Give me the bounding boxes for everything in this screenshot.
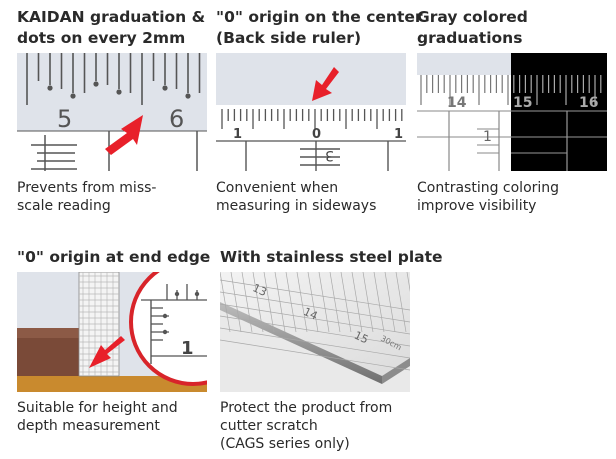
red-arrow-icon: [89, 336, 125, 368]
scale-number-15: 15: [513, 95, 532, 111]
feature-desc-line1: Prevents from miss-: [17, 180, 157, 196]
graduation-tick: [395, 272, 407, 333]
graduation-tick: [318, 272, 330, 333]
graduation-tick: [340, 272, 352, 333]
graduation-tick: [274, 272, 286, 333]
scale-number-16: 16: [579, 95, 598, 111]
graduation-tick: [362, 272, 374, 333]
scale-number-side-1: 1: [483, 129, 492, 145]
graduation-dot: [185, 93, 191, 99]
scale-number-14: 14: [447, 95, 467, 111]
feature-desc-line2: cutter scratch: [220, 418, 318, 434]
graduation-dot: [70, 93, 76, 99]
center-origin-image: 1 0 1 3: [216, 53, 406, 171]
steel-plate-image: 13 14 15 30cm: [220, 272, 410, 392]
graduation-dot: [116, 89, 122, 95]
graduation-tick: [252, 272, 264, 333]
graduation-tick: [220, 279, 410, 311]
scale-number-15: 15: [352, 329, 370, 347]
graduation-dot: [162, 85, 168, 91]
magnifier-detail: 1: [129, 272, 207, 386]
gray-graduation-image: 14 15 16 1: [417, 53, 607, 171]
feature-title-line2: dots on every 2mm: [17, 29, 186, 47]
red-arrow-icon: [312, 67, 339, 101]
graduation-tick: [296, 272, 308, 333]
feature-desc-line1: Suitable for height and: [17, 400, 178, 416]
scale-number-left-1: 1: [233, 127, 242, 142]
graduation-tick: [220, 315, 410, 347]
feature-title-line2: graduations: [417, 29, 523, 47]
feature-desc-line3: (CAGS series only): [220, 436, 350, 452]
graduation-tick: [384, 272, 396, 333]
graduation-tick: [220, 272, 231, 333]
feature-title-line1: Gray colored: [417, 8, 528, 26]
feature-desc-line1: Protect the product from: [220, 400, 393, 416]
feature-desc-line2: improve visibility: [417, 198, 537, 214]
graduation-tick: [351, 272, 363, 333]
feature-title-line2: (Back side ruler): [216, 29, 362, 47]
kaidan-graduation-image: 5 6: [17, 53, 207, 171]
feature-desc-line1: Convenient when: [216, 180, 339, 196]
end-origin-image: 1: [17, 272, 207, 392]
graduation-tick: [406, 272, 410, 293]
graduation-tick: [307, 272, 319, 333]
feature-title: "0" origin at end edge: [17, 248, 211, 266]
scale-number-14: 14: [301, 305, 319, 323]
graduation-tick: [220, 327, 410, 359]
scale-number-upside-3: 3: [325, 147, 334, 163]
scale-number-6: 6: [169, 105, 184, 133]
feature-desc-line2: measuring in sideways: [216, 198, 377, 214]
graduation-tick: [220, 291, 410, 323]
feature-desc-line1: Contrasting coloring: [417, 180, 560, 196]
feature-desc-line2: depth measurement: [17, 418, 160, 434]
graduation-tick: [241, 272, 253, 333]
graduation-dot: [93, 81, 99, 87]
scale-number-1: 1: [181, 338, 194, 359]
feature-title-line1: "0" origin on the center: [216, 8, 423, 26]
graduation-tick: [220, 303, 410, 335]
scale-number-5: 5: [57, 105, 72, 133]
feature-title: With stainless steel plate: [220, 248, 443, 266]
graduation-tick: [285, 272, 297, 333]
feature-desc-line2: scale reading: [17, 198, 111, 214]
scale-number-zero: 0: [312, 127, 321, 142]
scale-number-13: 13: [251, 281, 269, 299]
scale-number-right-1: 1: [394, 127, 403, 142]
graduation-tick: [263, 272, 275, 333]
feature-title-line1: KAIDAN graduation &: [17, 8, 206, 26]
red-arrow-icon: [105, 115, 143, 155]
graduation-dot: [47, 85, 53, 91]
graduation-tick: [373, 272, 385, 333]
graduation-tick: [220, 339, 410, 371]
graduation-tick: [329, 272, 341, 333]
